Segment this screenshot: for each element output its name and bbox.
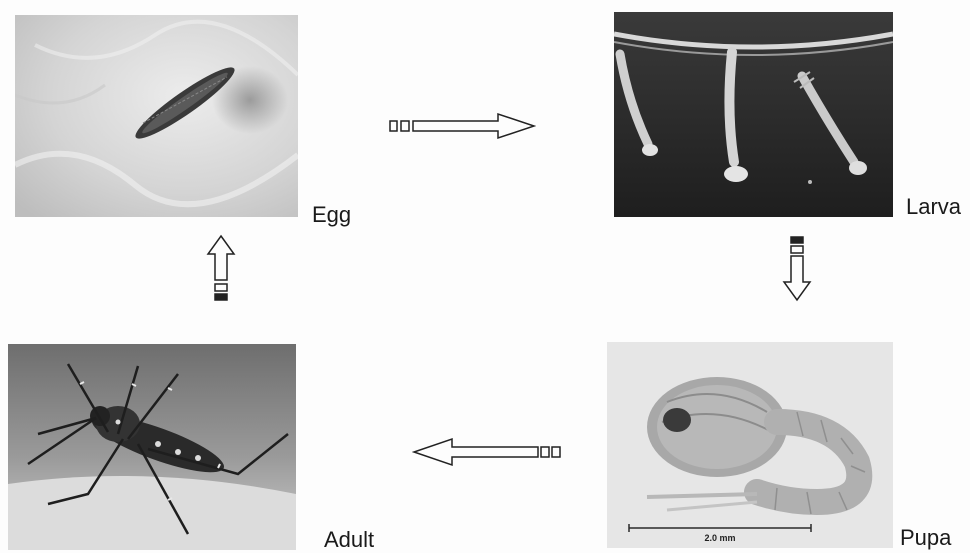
egg-photo	[15, 15, 298, 217]
larva-label: Larva	[906, 194, 961, 220]
arrow-larva-to-pupa	[782, 236, 812, 302]
larva-photo	[614, 12, 893, 217]
arrow-pupa-to-adult	[412, 437, 562, 467]
pupa-label: Pupa	[900, 525, 951, 551]
scale-bar-label: 2.0 mm	[704, 533, 735, 543]
adult-photo	[8, 344, 296, 550]
arrow-adult-to-egg	[206, 234, 236, 302]
adult-label: Adult	[324, 527, 374, 553]
arrow-egg-to-larva	[388, 112, 536, 140]
egg-label: Egg	[312, 202, 351, 228]
pupa-photo: 2.0 mm	[607, 342, 893, 548]
